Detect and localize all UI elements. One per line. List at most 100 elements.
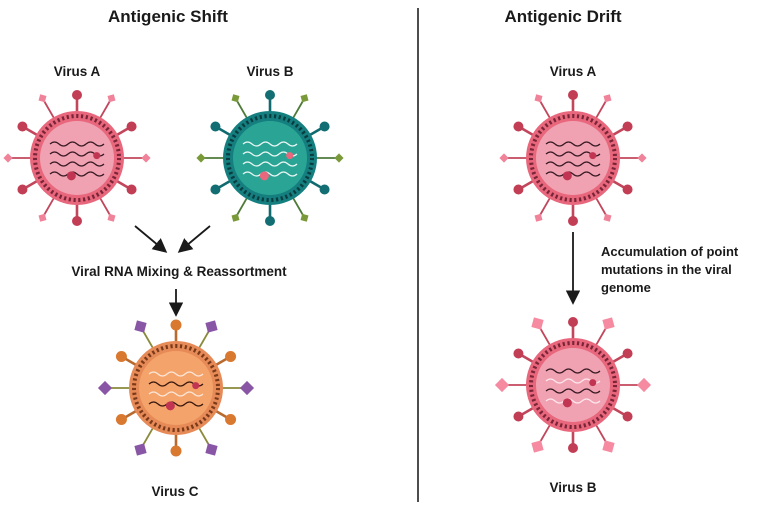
rna-strand [148, 391, 204, 397]
virus-organelle [562, 398, 572, 408]
spike-square-head [531, 317, 544, 330]
spike-square-head [531, 440, 544, 453]
virus-organelle [165, 401, 175, 411]
spike-round-head [210, 121, 221, 132]
shift-virus-c-label: Virus C [151, 484, 198, 499]
spike-round-head [115, 414, 127, 425]
spike-square-head [534, 213, 543, 222]
spike-round-head [513, 121, 524, 132]
virus-core [536, 121, 610, 195]
spike-round-head [265, 216, 275, 226]
spike-round-head [115, 351, 127, 362]
rna-strand [49, 161, 105, 167]
spike-round-head [170, 319, 182, 331]
spike-square-head [134, 320, 147, 333]
spike-round-head [72, 90, 82, 100]
mutation-line-1: Accumulation of point [601, 244, 739, 259]
spike-square-head [602, 317, 615, 330]
spike-square-head [636, 377, 652, 393]
spike-square-head [141, 153, 151, 163]
virus-membrane [529, 341, 617, 429]
spike-round-head [622, 411, 633, 422]
virus-core [233, 121, 307, 195]
virus-organelle [286, 152, 294, 160]
drift-virus-a-particle [499, 90, 647, 226]
spike-round-head [210, 184, 221, 195]
rna-strand [545, 368, 601, 374]
spike-square-head [231, 94, 240, 103]
virus-organelle [66, 171, 76, 181]
spike-round-head [225, 414, 237, 425]
spike-round-head [568, 216, 578, 226]
spike-square-head [603, 213, 612, 222]
spike-square-head [231, 213, 240, 222]
spike-square-head [334, 153, 344, 163]
rna-strand [148, 371, 204, 377]
drift-virus-a-label: Virus A [550, 64, 597, 79]
spike-round-head [513, 184, 524, 195]
virus-b-particle [196, 90, 344, 226]
rna-strand [545, 398, 601, 404]
spike-square-head [300, 94, 309, 103]
rna-strand [242, 171, 298, 177]
spike-round-head [568, 317, 578, 327]
virus-membrane [132, 344, 220, 432]
spike-square-head [97, 380, 113, 396]
spike-round-head [17, 184, 28, 195]
virus-c-particle [97, 319, 255, 457]
mixing-label: Viral RNA Mixing & Reassortment [71, 264, 287, 279]
spike-square-head [107, 94, 116, 103]
rna-strand [242, 161, 298, 167]
spike-square-head [3, 153, 13, 163]
drift-title: Antigenic Drift [504, 7, 621, 26]
virus-core [139, 351, 213, 425]
virus-organelle [93, 152, 101, 160]
mutation-line-3: genome [601, 280, 651, 295]
spike-square-head [205, 320, 218, 333]
spike-round-head [126, 184, 137, 195]
spike-round-head [622, 121, 633, 132]
drift-virus-b-particle [494, 317, 652, 453]
spike-square-head [602, 440, 615, 453]
spike-square-head [300, 213, 309, 222]
rna-strand [148, 401, 204, 407]
spike-round-head [319, 121, 330, 132]
virus-organelle [589, 152, 597, 160]
spike-square-head [239, 380, 255, 396]
spike-round-head [170, 445, 182, 457]
rna-strand [545, 161, 601, 167]
arrow-virus-a-to-mix [134, 225, 168, 253]
virus-core [40, 121, 114, 195]
spike-square-head [38, 213, 47, 222]
mutation-description: Accumulation of point mutations in the v… [601, 244, 742, 295]
spike-round-head [622, 348, 633, 359]
virus-membrane [529, 114, 617, 202]
spike-round-head [568, 90, 578, 100]
shift-virus-b-label: Virus B [246, 64, 293, 79]
spike-round-head [568, 443, 578, 453]
spike-round-head [319, 184, 330, 195]
spike-square-head [196, 153, 206, 163]
virus-membrane [33, 114, 121, 202]
spike-square-head [603, 94, 612, 103]
virus-a-particle [3, 90, 151, 226]
spike-round-head [513, 348, 524, 359]
virus-organelle [192, 382, 200, 390]
spike-square-head [38, 94, 47, 103]
rna-strand [242, 141, 298, 147]
spike-round-head [265, 90, 275, 100]
spike-square-head [534, 94, 543, 103]
spike-square-head [637, 153, 647, 163]
spike-round-head [126, 121, 137, 132]
spike-square-head [499, 153, 509, 163]
spike-round-head [622, 184, 633, 195]
spike-square-head [494, 377, 510, 393]
virus-core [536, 348, 610, 422]
virus-organelle [562, 171, 572, 181]
shift-virus-a-label: Virus A [54, 64, 101, 79]
spike-round-head [513, 411, 524, 422]
drift-virus-b-label: Virus B [549, 480, 596, 495]
rna-strand [49, 171, 105, 177]
